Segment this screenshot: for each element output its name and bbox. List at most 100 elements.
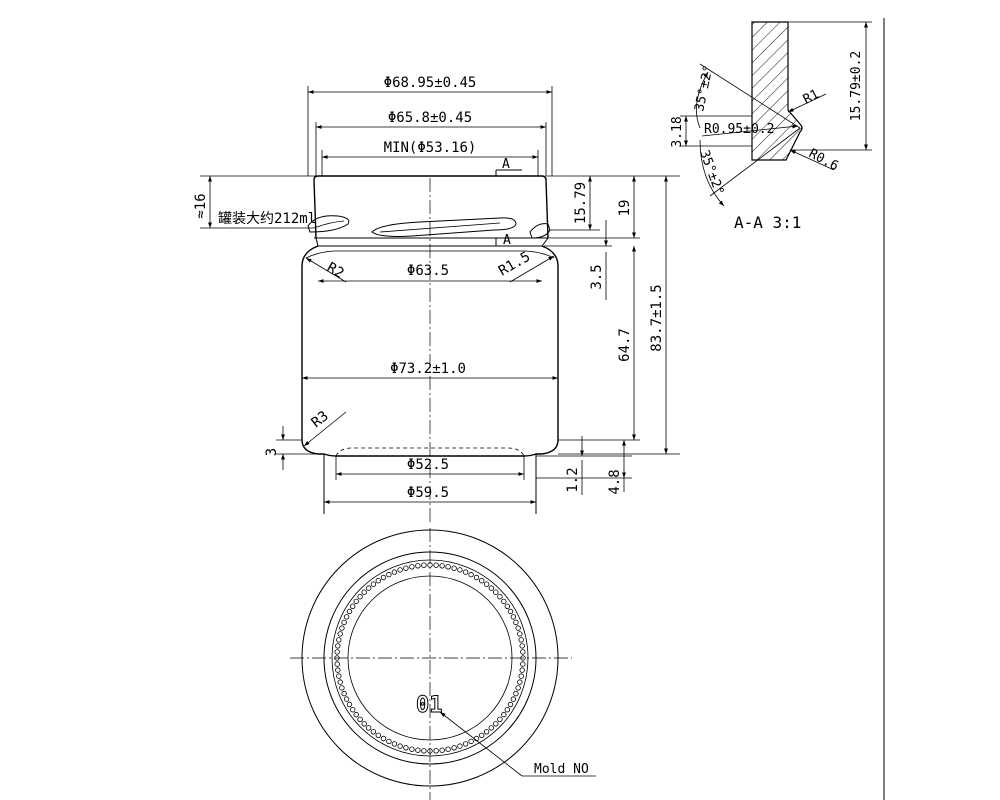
section-dim-r0-6: R0.6: [806, 146, 841, 174]
section-wall-hatched: [751, 21, 803, 161]
dim-base-height: 4.8: [607, 469, 623, 494]
stipple-dot: [361, 589, 367, 595]
stipple-dot: [415, 563, 421, 569]
dim-outer-diameter: Φ68.95±0.45: [384, 75, 477, 91]
stipple-dot: [350, 603, 356, 609]
stipple-dot: [337, 679, 343, 685]
stipple-dot: [504, 603, 510, 609]
stipple-dot: [409, 564, 415, 570]
stipple-dot: [366, 585, 372, 591]
stipple-dot: [380, 735, 387, 742]
stipple-dot: [513, 619, 519, 626]
stipple-dot: [415, 747, 421, 753]
stipple-dot: [497, 594, 503, 600]
stipple-dot: [517, 631, 523, 637]
stipple-dot: [518, 637, 524, 643]
capacity-label: 罐装大约212ml: [218, 211, 316, 227]
dim-radius-r2: R2: [324, 260, 347, 282]
stipple-dot: [336, 637, 342, 643]
dim-fill-height: ≈16: [193, 193, 209, 218]
dim-min-diameter: MIN(Φ53.16): [384, 140, 477, 156]
section-mark-a-top: A: [502, 157, 510, 172]
stipple-dot: [501, 598, 507, 605]
stipple-dot: [339, 625, 345, 631]
bottom-outer-circle: [301, 529, 559, 787]
dim-body-height: 64.7: [617, 328, 633, 362]
stipple-dot: [357, 716, 363, 722]
bottom-recess-circle: [331, 559, 529, 757]
stipple-dot: [346, 701, 353, 708]
section-view-a-a: 3.18 15.79±0.2 35°±2° 35°±2° R1 R0.95±0.…: [670, 21, 872, 232]
stipple-dot: [507, 608, 514, 615]
stipple-dot: [386, 738, 392, 745]
stipple-dot: [439, 747, 445, 753]
stipple-dot: [341, 619, 347, 626]
stipple-dot: [483, 729, 490, 735]
section-angle-bottom: 35°±2°: [696, 148, 726, 197]
stipple-dot: [483, 581, 490, 587]
stipple-dot: [445, 746, 451, 752]
stipple-dot: [518, 673, 524, 679]
stipple-dot: [513, 690, 519, 697]
stipple-dot: [520, 649, 526, 655]
stipple-ring: [334, 562, 526, 754]
dim-finish-height: 19: [617, 200, 633, 217]
stipple-dot: [353, 711, 359, 718]
stipple-dot: [370, 729, 377, 735]
stipple-dot: [507, 701, 514, 708]
dim-bottom-radius-height: 3: [264, 448, 280, 456]
jar-finish-outline: [313, 175, 549, 239]
bottom-view: 01 Mold NO: [290, 528, 596, 800]
stipple-dot: [462, 741, 469, 747]
dim-neck-step: 3.5: [589, 264, 605, 289]
mold-label: Mold NO: [534, 762, 589, 777]
stipple-dot: [341, 690, 347, 697]
stipple-dot: [468, 571, 474, 578]
section-mark-a-bottom: A: [503, 233, 511, 248]
thread-lug-center: [371, 217, 517, 237]
stipple-dot: [515, 685, 521, 691]
stipple-dot: [375, 732, 381, 738]
section-dim-r0-95: R0.95±0.2: [704, 122, 774, 137]
stipple-dot: [391, 741, 398, 747]
stipple-dot: [510, 696, 517, 702]
stipple-dot: [350, 707, 356, 713]
stipple-dot: [409, 746, 415, 752]
section-angle-top: 35°±2°: [692, 64, 716, 113]
stipple-dot: [493, 589, 499, 595]
dim-base-diameter: Φ59.5: [407, 485, 449, 501]
stipple-dot: [357, 594, 363, 600]
dim-thread-height: 15.79: [573, 182, 589, 224]
stipple-dot: [391, 569, 398, 575]
stipple-dot: [501, 711, 507, 718]
stipple-dot: [366, 725, 372, 731]
stipple-dot: [520, 661, 526, 667]
dim-base-recess: 1.2: [565, 467, 581, 492]
stipple-dot: [380, 574, 387, 581]
stipple-dot: [336, 673, 342, 679]
stipple-dot: [457, 743, 463, 749]
dim-body-diameter: Φ73.2±1.0: [390, 361, 466, 377]
stipple-dot: [479, 578, 485, 584]
stipple-dot: [343, 696, 350, 702]
stipple-dot: [335, 667, 341, 673]
stipple-dot: [433, 562, 439, 568]
stipple-dot: [386, 571, 392, 578]
front-view: Φ68.95±0.45 Φ65.8±0.45 MIN(Φ53.16) A A ≈…: [193, 75, 680, 525]
stipple-dot: [334, 661, 340, 667]
section-dim-15-79: 15.79±0.2: [849, 51, 864, 121]
stipple-dot: [510, 614, 517, 620]
stipple-dot: [337, 631, 343, 637]
section-dim-3-18: 3.18: [670, 116, 685, 147]
stipple-dot: [497, 716, 503, 722]
stipple-dot: [445, 564, 451, 570]
stipple-dot: [403, 565, 409, 571]
stipple-dot: [335, 643, 341, 649]
stipple-dot: [375, 578, 381, 584]
thread-lug-left: [307, 215, 350, 233]
dim-radius-r1-5: R1.5: [496, 249, 533, 280]
jar-body-outline: [301, 245, 559, 457]
stipple-dot: [353, 598, 359, 605]
section-dim-r1: R1: [801, 87, 822, 108]
